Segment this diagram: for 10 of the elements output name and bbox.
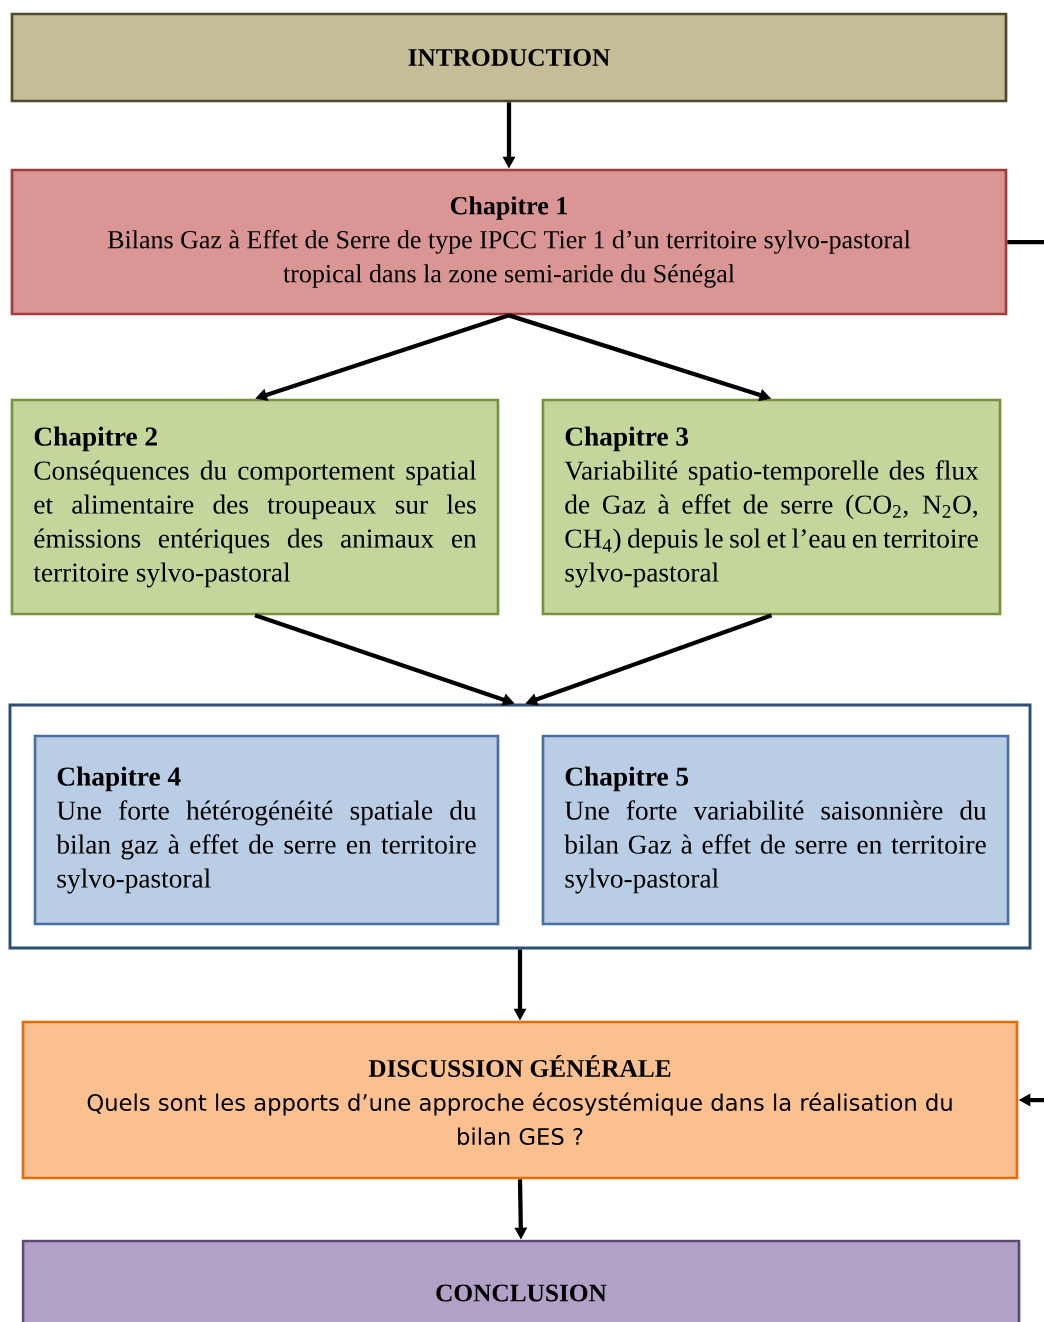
chapter-box: Chapitre 3 Variabilité spatio-temporelle des flux de Gaz à effet de serre (CO$_{2}$, N$_{2}$O, CH$_{4}$) depuis le sol et l’eau en territoire sylvo-pastoral	[541, 398, 1002, 616]
discussion-box: DISCUSSION GÉNÉRALE Quels sont les apports d’une approche écosystémique dans la réalisation du bilan GES ?	[21, 1020, 1019, 1180]
title-box: INTRODUCTION	[10, 12, 1008, 103]
chapter-box: Chapitre 4 Une forte hétérogénéité spatiale du bilan gaz à effet de serre en territoire sylvo-pastoral	[33, 734, 500, 926]
title-box: CONCLUSION	[21, 1239, 1021, 1322]
arrow	[1007, 239, 1044, 1107]
chapter-box: Chapitre 2 Conséquences du comportement spatial et alimentaire des troupeaux sur les émissions entériques des animaux en territoire sylvo-pastoral	[10, 398, 500, 616]
chapter-box: Chapitre 5 Une forte variabilité saisonnière du bilan Gaz à effet de serre en territoire sylvo-pastoral	[541, 734, 1010, 926]
chapter-box: Chapitre 1 Bilans Gaz à Effet de Serre de type IPCC Tier 1 d’un territoire sylvo-pastoral tropical dans la zone semi-aride du Sénégal	[10, 168, 1008, 316]
group-frame	[8, 703, 1032, 950]
